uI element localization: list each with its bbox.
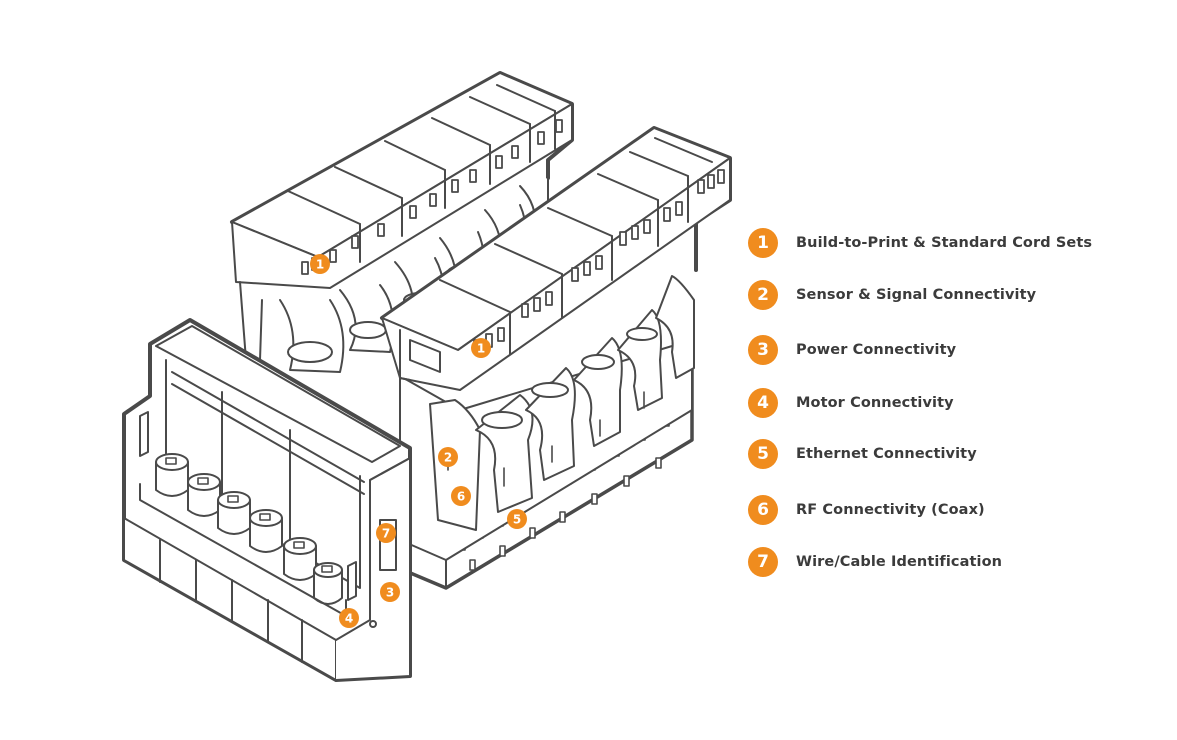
number-badge: 6	[748, 495, 778, 525]
number-badge: 3	[748, 335, 778, 365]
callout-number: 3	[386, 586, 394, 600]
callout-badge: 6	[451, 486, 471, 506]
legend-label: Motor Connectivity	[796, 395, 954, 411]
callout-number: 7	[382, 527, 390, 541]
legend-label: Wire/Cable Identification	[796, 554, 1003, 570]
legend-item: 4 Motor Connectivity	[748, 386, 954, 420]
legend-label: Sensor & Signal Connectivity	[796, 287, 1037, 303]
legend-label: RF Connectivity (Coax)	[796, 502, 985, 518]
callout-circle	[507, 509, 527, 529]
legend-label: Build-to-Print & Standard Cord Sets	[796, 235, 1093, 251]
legend-item: 6 RF Connectivity (Coax)	[748, 493, 985, 527]
callout-circle	[451, 486, 471, 506]
callout-badge: 7	[376, 523, 396, 543]
callout-badge: 4	[339, 608, 359, 628]
legend-item: 5 Ethernet Connectivity	[748, 437, 977, 471]
legend-label: Ethernet Connectivity	[796, 446, 977, 462]
number-badge: 7	[748, 547, 778, 577]
callout-number: 1	[477, 342, 485, 356]
callout-number: 2	[444, 451, 452, 465]
callout-badge: 2	[438, 447, 458, 467]
legend-item: 3 Power Connectivity	[748, 333, 956, 367]
callout-number: 5	[513, 513, 521, 527]
legend-label: Power Connectivity	[796, 342, 957, 358]
number-badge: 4	[748, 388, 778, 418]
callout-circle	[310, 254, 330, 274]
legend-item: 1 Build-to-Print & Standard Cord Sets	[748, 226, 1092, 260]
number-badge: 1	[748, 228, 778, 258]
callout-number: 1	[316, 258, 324, 272]
callout-circle	[339, 608, 359, 628]
number-badge: 5	[748, 439, 778, 469]
callout-number: 6	[457, 490, 465, 504]
callout-badge: 5	[507, 509, 527, 529]
callout-circle	[471, 338, 491, 358]
callout-circle	[380, 582, 400, 602]
callout-circle	[376, 523, 396, 543]
front-cabinet	[122, 318, 412, 682]
callout-badge: 1	[471, 338, 491, 358]
callout-badge: 3	[380, 582, 400, 602]
legend-item: 2 Sensor & Signal Connectivity	[748, 278, 1036, 312]
callout-number: 4	[345, 612, 353, 626]
number-badge: 2	[748, 280, 778, 310]
callout-badge: 1	[310, 254, 330, 274]
callout-circle	[438, 447, 458, 467]
legend-item: 7 Wire/Cable Identification	[748, 545, 1002, 579]
